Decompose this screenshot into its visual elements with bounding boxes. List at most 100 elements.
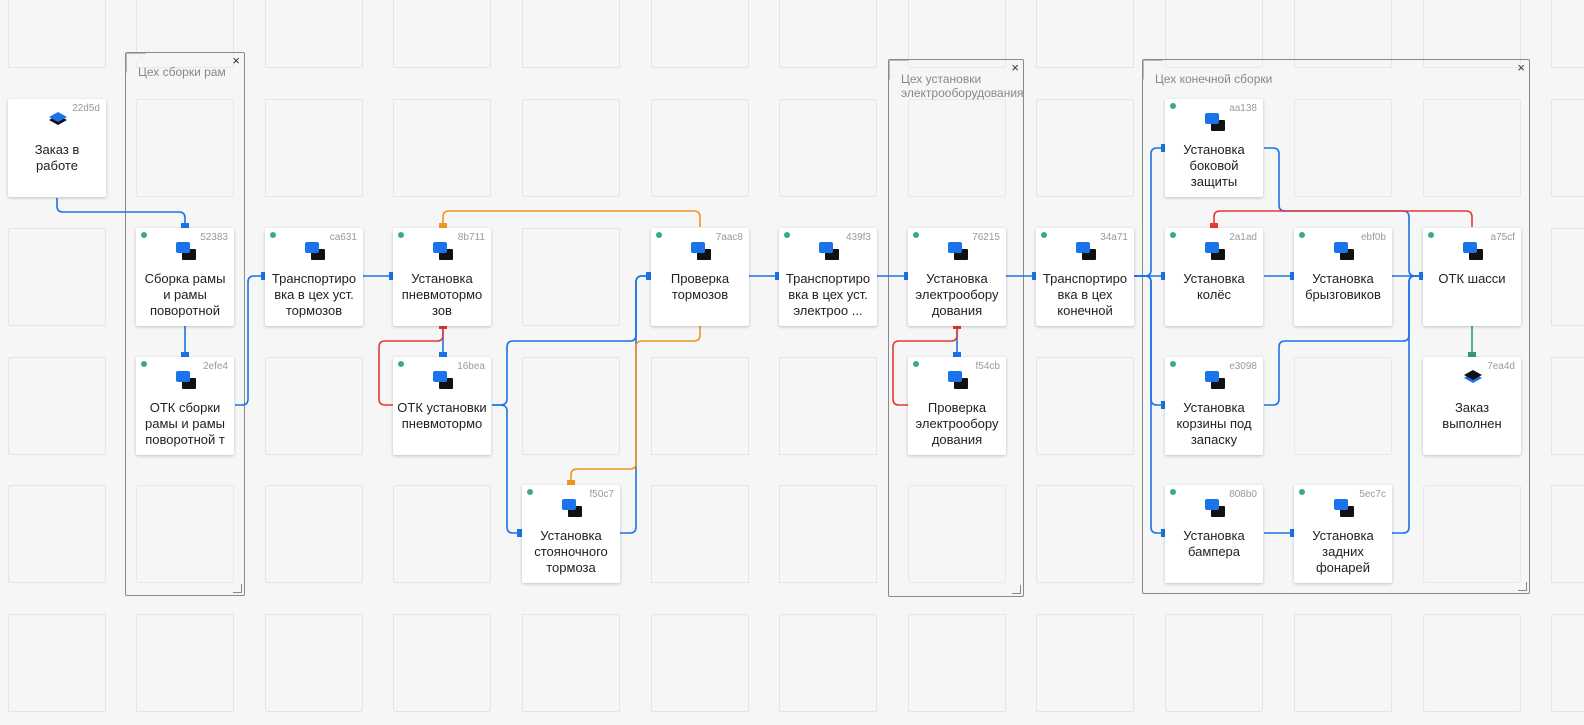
link-transport-final-to-spare bbox=[1134, 275, 1165, 406]
grid-cell bbox=[1551, 614, 1584, 712]
status-dot bbox=[656, 232, 662, 238]
node-order-done[interactable]: 7ea4d Заказ выполнен bbox=[1423, 357, 1521, 455]
node-order-in-progress[interactable]: 22d5d Заказ в работе bbox=[8, 99, 106, 197]
connection-port[interactable] bbox=[439, 223, 447, 231]
status-dot bbox=[398, 232, 404, 238]
grid-cell bbox=[651, 614, 749, 712]
grid-cell bbox=[393, 99, 491, 197]
node-label: Установка боковой защиты bbox=[1183, 142, 1245, 189]
node-label: ОТК установки пневмотормо bbox=[397, 400, 487, 431]
close-icon[interactable]: × bbox=[232, 53, 240, 68]
node-label: Установка стояночного тормоза bbox=[534, 528, 608, 575]
group-corner-marker bbox=[126, 53, 146, 73]
node-id: ca631 bbox=[329, 232, 357, 243]
node-wheels[interactable]: 2a1ad Установка колёс bbox=[1165, 228, 1263, 326]
connection-port[interactable] bbox=[646, 272, 654, 280]
task-icon bbox=[691, 242, 711, 260]
resize-handle-icon[interactable] bbox=[1518, 582, 1527, 591]
group-corner-marker bbox=[1143, 60, 1163, 80]
node-label: Проверка тормозов bbox=[670, 271, 730, 302]
node-id: 52383 bbox=[200, 232, 228, 243]
node-mudguards[interactable]: ebf0b Установка брызговиков bbox=[1294, 228, 1392, 326]
node-label: Транспортиро вка в цех конечной bbox=[1042, 271, 1128, 318]
node-side-protection[interactable]: aa138 Установка боковой защиты bbox=[1165, 99, 1263, 197]
ports bbox=[181, 144, 1476, 537]
grid-cell bbox=[8, 614, 106, 712]
grid-cell bbox=[1294, 614, 1392, 712]
connection-port[interactable] bbox=[181, 223, 189, 231]
group-title: Цех конечной сборки bbox=[1155, 72, 1273, 86]
node-rear-lights[interactable]: 5ec7c Установка задних фонарей bbox=[1294, 485, 1392, 583]
node-label: Сборка рамы и рамы поворотной bbox=[144, 271, 226, 318]
grid-cell bbox=[1551, 228, 1584, 326]
node-pneumo-qc[interactable]: 16bea ОТК установки пневмотормо bbox=[393, 357, 491, 455]
task-icon bbox=[819, 242, 839, 260]
connection-port[interactable] bbox=[439, 352, 447, 360]
grid-cell bbox=[1423, 614, 1521, 712]
grid-cell bbox=[1551, 485, 1584, 583]
status-dot bbox=[784, 232, 790, 238]
task-icon bbox=[562, 499, 582, 517]
node-label: Установка пневмотормо зов bbox=[401, 271, 483, 318]
status-dot bbox=[527, 489, 533, 495]
node-spare-basket[interactable]: e3098 Установка корзины под запаску bbox=[1165, 357, 1263, 455]
node-frame-assembly[interactable]: 52383 Сборка рамы и рамы поворотной bbox=[136, 228, 234, 326]
node-id: 7ea4d bbox=[1487, 361, 1515, 372]
node-chassis-qc[interactable]: a75cf ОТК шасси bbox=[1423, 228, 1521, 326]
node-transport-brakes[interactable]: ca631 Транспортиро вка в цех уст. тормоз… bbox=[265, 228, 363, 326]
connection-port[interactable] bbox=[517, 529, 525, 537]
grid-cell bbox=[1036, 485, 1134, 583]
grid-cell bbox=[136, 99, 234, 197]
resize-handle-icon[interactable] bbox=[1012, 585, 1021, 594]
node-frame-qc[interactable]: 2efe4 ОТК сборки рамы и рамы поворотной … bbox=[136, 357, 234, 455]
link-transport-final-to-side bbox=[1134, 147, 1165, 277]
grid-cell bbox=[393, 485, 491, 583]
link-parking-to-brakecheck bbox=[620, 275, 650, 534]
node-label: Установка брызговиков bbox=[1305, 271, 1381, 302]
close-icon[interactable]: × bbox=[1011, 60, 1019, 75]
grid-cell bbox=[1036, 0, 1134, 68]
node-brake-check[interactable]: 7aac8 Проверка тормозов bbox=[651, 228, 749, 326]
node-id: 7aac8 bbox=[715, 232, 743, 243]
grid-cell bbox=[1294, 357, 1392, 455]
grid-cell bbox=[265, 99, 363, 197]
status-dot bbox=[1299, 232, 1305, 238]
grid-cell bbox=[522, 228, 620, 326]
connection-port[interactable] bbox=[567, 480, 575, 488]
status-dot bbox=[398, 361, 404, 367]
grid-cell bbox=[393, 614, 491, 712]
node-bumper[interactable]: 808b0 Установка бампера bbox=[1165, 485, 1263, 583]
status-dot bbox=[1041, 232, 1047, 238]
status-dot bbox=[1299, 489, 1305, 495]
connection-port[interactable] bbox=[1468, 352, 1476, 360]
connection-port[interactable] bbox=[1210, 223, 1218, 231]
layers-icon bbox=[1464, 370, 1482, 383]
close-icon[interactable]: × bbox=[1517, 60, 1525, 75]
node-id: 22d5d bbox=[72, 103, 100, 114]
node-pneumo-brakes[interactable]: 8b711 Установка пневмотормо зов bbox=[393, 228, 491, 326]
task-icon bbox=[1334, 499, 1354, 517]
grid-cell bbox=[265, 357, 363, 455]
grid-cell bbox=[522, 614, 620, 712]
node-label: Транспортиро вка в цех уст. электроо ... bbox=[785, 271, 871, 318]
task-icon bbox=[948, 242, 968, 260]
node-id: 2efe4 bbox=[202, 361, 228, 372]
task-icon bbox=[433, 371, 453, 389]
status-dot bbox=[270, 232, 276, 238]
grid-cell bbox=[908, 99, 1006, 197]
node-electro-check[interactable]: f54cb Проверка электрообору дования bbox=[908, 357, 1006, 455]
grid-cell bbox=[651, 357, 749, 455]
node-parking-brake[interactable]: f50c7 Установка стояночного тормоза bbox=[522, 485, 620, 583]
group-title: Цех установки электрооборудования bbox=[901, 72, 1024, 100]
grid-cell bbox=[1551, 99, 1584, 197]
node-id: 76215 bbox=[972, 232, 1000, 243]
node-transport-electro[interactable]: 439f3 Транспортиро вка в цех уст. электр… bbox=[779, 228, 877, 326]
node-electro-install[interactable]: 76215 Установка электрообору дования bbox=[908, 228, 1006, 326]
connection-port[interactable] bbox=[953, 352, 961, 360]
connection-port[interactable] bbox=[181, 352, 189, 360]
resize-handle-icon[interactable] bbox=[233, 584, 242, 593]
node-transport-final[interactable]: 34a71 Транспортиро вка в цех конечной bbox=[1036, 228, 1134, 326]
task-icon bbox=[1205, 371, 1225, 389]
grid-cell bbox=[136, 485, 234, 583]
